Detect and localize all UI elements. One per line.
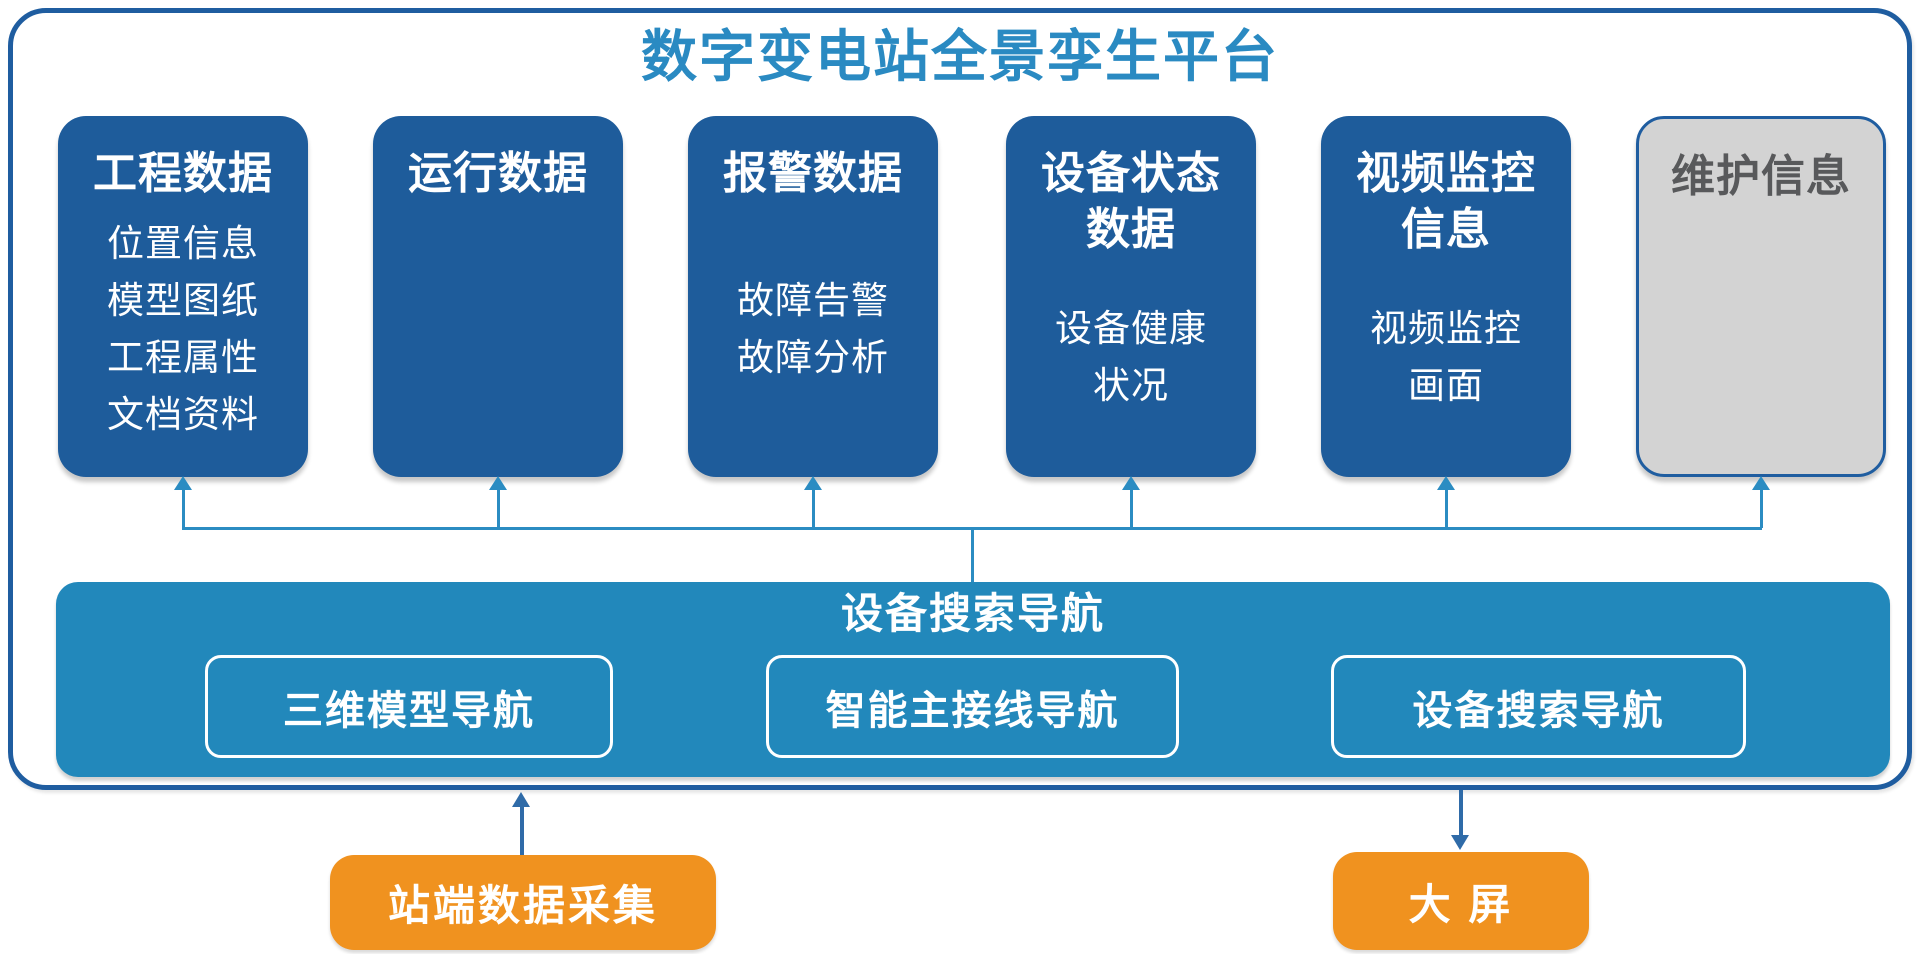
card-title-line: 设备状态: [1041, 149, 1221, 198]
card-title-line: 数据: [1086, 205, 1176, 254]
card-item: 画面: [1408, 364, 1484, 406]
card-title: 报警数据: [696, 146, 930, 202]
card-item: 模型图纸: [107, 279, 259, 321]
card-items: 故障告警 故障分析: [696, 202, 930, 455]
card-alarm-data: 报警数据 故障告警 故障分析: [688, 116, 938, 477]
up-arrow-icon: [1752, 476, 1771, 528]
big-screen-box: 大 屏: [1333, 852, 1589, 950]
card-engineering-data: 工程数据 位置信息 模型图纸 工程属性 文档资料: [58, 116, 308, 477]
card-title-line: 工程数据: [93, 149, 273, 198]
card-title: 视频监控 信息: [1329, 146, 1563, 258]
card-title-line: 维护信息: [1671, 152, 1851, 201]
station-data-up-arrow-icon: [512, 792, 531, 855]
card-item: 状况: [1093, 364, 1169, 406]
card-items: 位置信息 模型图纸 工程属性 文档资料: [66, 202, 300, 455]
card-title: 工程数据: [66, 146, 300, 202]
card-items: [381, 202, 615, 455]
card-device-status-data: 设备状态 数据 设备健康 状况: [1006, 116, 1256, 477]
card-item: 文档资料: [107, 393, 259, 435]
nav-button-main-wiring[interactable]: 智能主接线导航: [766, 655, 1179, 758]
page-title: 数字变电站全景孪生平台: [641, 25, 1279, 88]
card-item: 故障分析: [737, 336, 889, 378]
card-video-monitoring-info: 视频监控 信息 视频监控 画面: [1321, 116, 1571, 477]
card-item: 设备健康: [1055, 307, 1207, 349]
card-title-line: 运行数据: [408, 149, 588, 198]
connector-drop-line: [971, 527, 974, 584]
card-title-line: 信息: [1401, 205, 1491, 254]
nav-button-3d-model[interactable]: 三维模型导航: [205, 655, 613, 758]
card-item: 位置信息: [107, 222, 259, 264]
device-search-nav-bar: 设备搜索导航 三维模型导航 智能主接线导航 设备搜索导航: [56, 582, 1890, 777]
card-item: 故障告警: [737, 279, 889, 321]
card-title: 设备状态 数据: [1014, 146, 1248, 258]
nav-button-device-search[interactable]: 设备搜索导航: [1331, 655, 1746, 758]
big-screen-down-arrow-icon: [1451, 790, 1470, 850]
card-items: 视频监控 画面: [1329, 258, 1563, 455]
card-item: 视频监控: [1370, 307, 1522, 349]
up-arrow-icon: [174, 476, 193, 528]
card-title-line: 报警数据: [723, 149, 903, 198]
up-arrow-icon: [1437, 476, 1456, 528]
card-title-line: 视频监控: [1356, 149, 1536, 198]
card-title: 运行数据: [381, 146, 615, 202]
up-arrow-icon: [1122, 476, 1141, 528]
card-items: 设备健康 状况: [1014, 258, 1248, 455]
card-items: [1647, 205, 1875, 452]
nav-bar-title: 设备搜索导航: [840, 590, 1105, 637]
station-data-collection-box: 站端数据采集: [330, 855, 716, 950]
card-title: 维护信息: [1647, 149, 1875, 205]
card-maintenance-info: 维护信息: [1636, 116, 1886, 477]
up-arrow-icon: [804, 476, 823, 528]
platform-container: 数字变电站全景孪生平台 工程数据 位置信息 模型图纸 工程属性 文档资料 运行数…: [8, 8, 1912, 790]
card-item: 工程属性: [107, 336, 259, 378]
up-arrow-icon: [489, 476, 508, 528]
card-operation-data: 运行数据: [373, 116, 623, 477]
